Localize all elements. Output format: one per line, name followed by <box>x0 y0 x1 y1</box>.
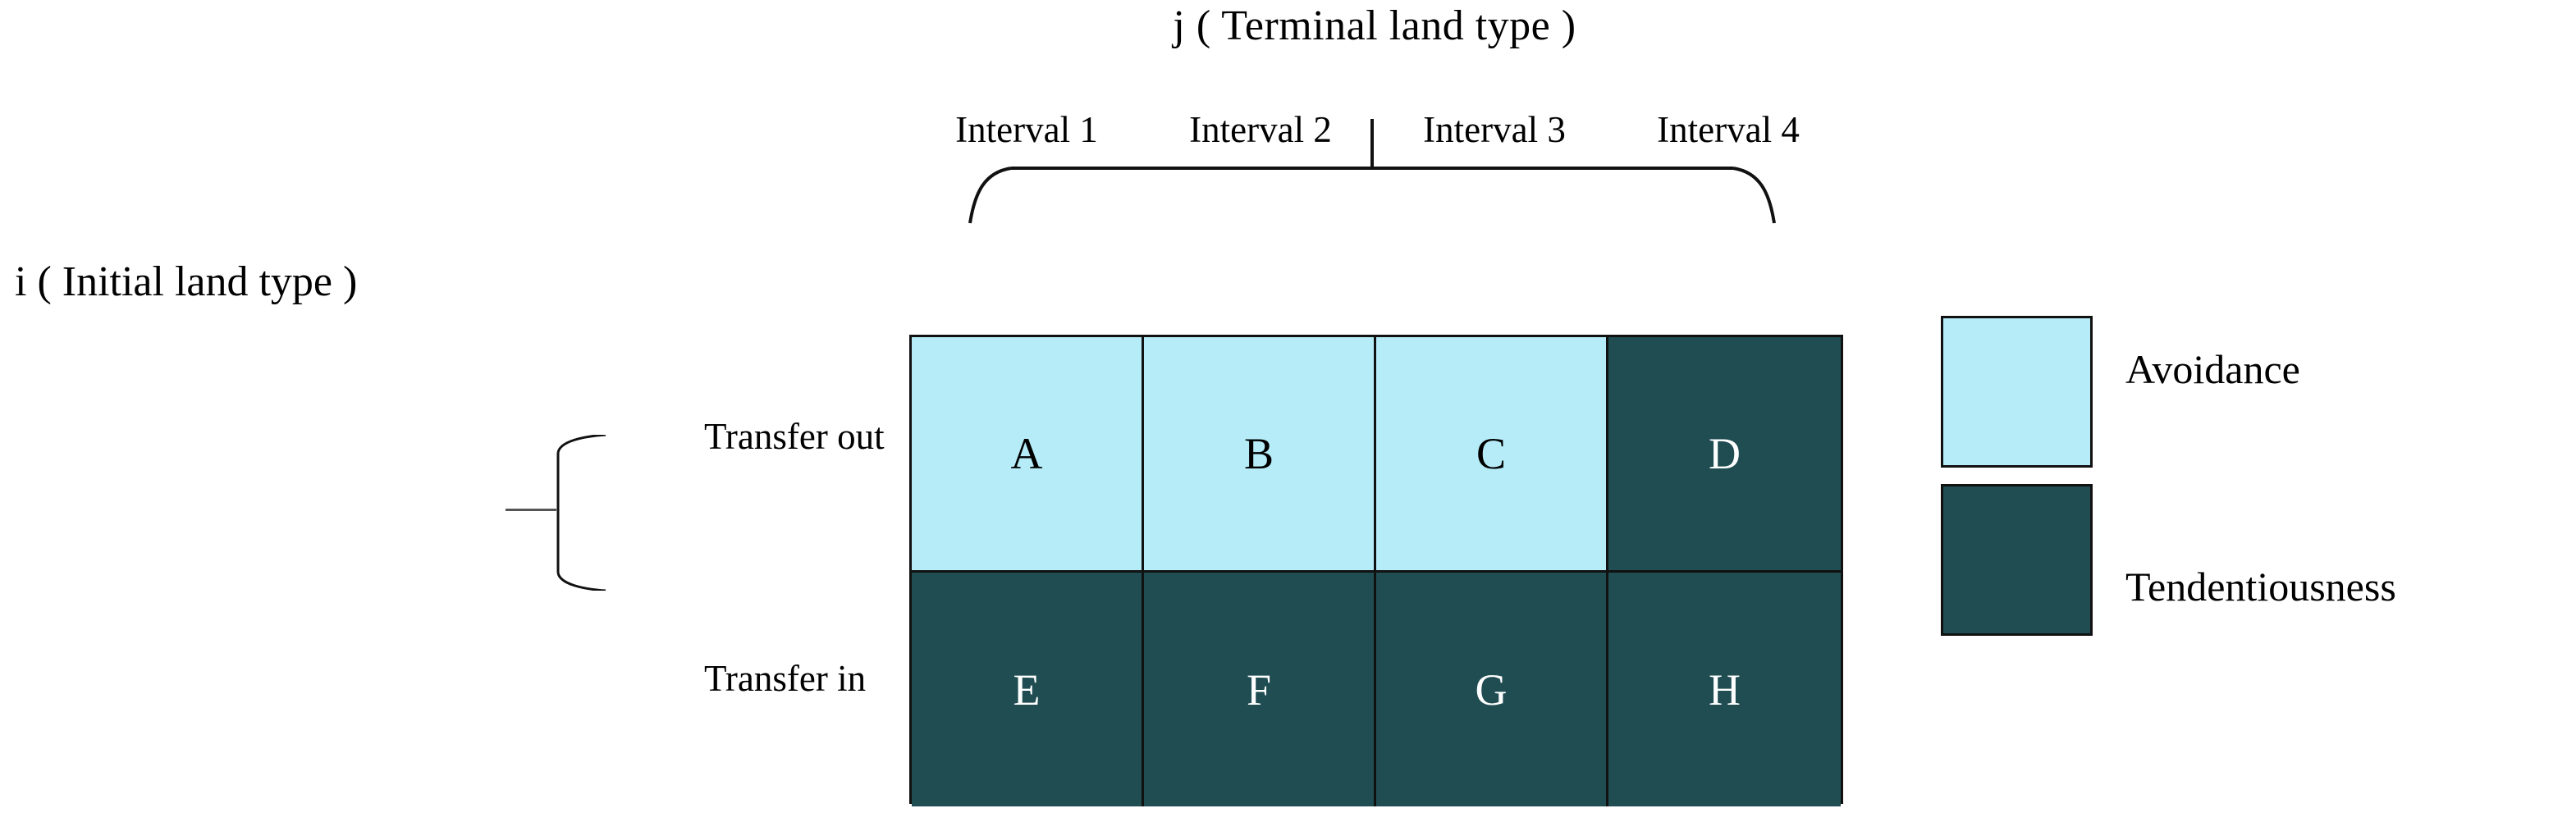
matrix-cell-d[interactable]: D <box>1608 337 1841 573</box>
matrix-cell-c[interactable]: C <box>1376 337 1608 573</box>
legend-item-tendentiousness: Tendentiousness <box>1941 484 2565 636</box>
column-group-brace <box>968 119 1776 224</box>
legend: Avoidance Tendentiousness <box>1941 316 2565 644</box>
column-header-interval-4: Interval 4 <box>1657 109 1800 150</box>
column-axis-title: j ( Terminal land type ) <box>1173 2 1576 49</box>
matrix-cell-g[interactable]: G <box>1376 573 1608 806</box>
matrix-cell-f[interactable]: F <box>1144 573 1376 806</box>
row-group-brace <box>556 435 606 591</box>
column-header-interval-2: Interval 2 <box>1189 109 1332 150</box>
legend-item-avoidance: Avoidance <box>1941 316 2565 468</box>
column-header-interval-3: Interval 3 <box>1423 109 1566 150</box>
matrix-cell-a[interactable]: A <box>912 337 1144 573</box>
row-header-transfer-in: Transfer in <box>704 658 867 699</box>
legend-swatch-avoidance <box>1941 316 2093 468</box>
row-axis-title: i ( Initial land type ) <box>15 258 358 305</box>
legend-swatch-tendentiousness <box>1941 484 2093 636</box>
matrix-cell-b[interactable]: B <box>1144 337 1376 573</box>
matrix-cell-h[interactable]: H <box>1608 573 1841 806</box>
row-axis-connector-line <box>506 509 556 511</box>
row-header-transfer-out: Transfer out <box>704 416 885 457</box>
column-header-interval-1: Interval 1 <box>955 109 1098 150</box>
matrix-cell-e[interactable]: E <box>912 573 1144 806</box>
legend-label-avoidance: Avoidance <box>2125 346 2300 392</box>
legend-label-tendentiousness: Tendentiousness <box>2125 564 2396 610</box>
transfer-matrix-grid: A B C D E F G H <box>909 335 1843 806</box>
